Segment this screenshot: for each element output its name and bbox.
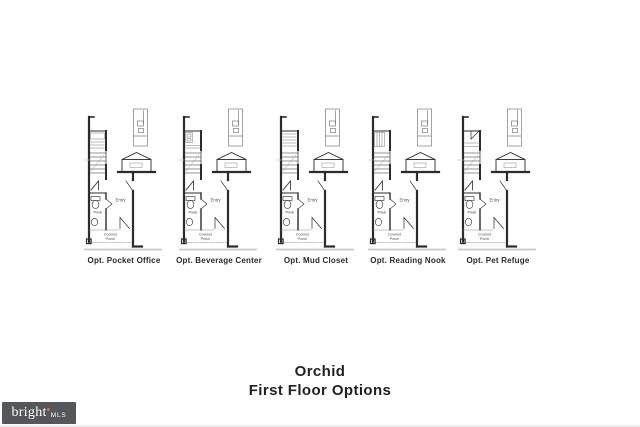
pocket-office-detail xyxy=(90,132,105,149)
porch-label-line1: Covered xyxy=(104,233,117,237)
room-label-entry: Entry xyxy=(400,198,411,203)
room-label-powder: Pwdr xyxy=(93,210,103,215)
porch-label-line1: Covered xyxy=(199,233,212,237)
plan-option-label: Opt. Reading Nook xyxy=(370,256,446,265)
plan-option-label: Opt. Pocket Office xyxy=(87,256,161,265)
porch-label-line2: Porch xyxy=(480,237,489,241)
porch-label-line2: Porch xyxy=(106,237,115,241)
beverage-center-detail xyxy=(185,132,200,149)
plan-option-label: Opt. Beverage Center xyxy=(176,256,262,265)
plan-option-label: Opt. Mud Closet xyxy=(283,256,349,265)
mud-closet-detail xyxy=(282,133,297,147)
floorplan-pet-refuge: Entry Pwdr Covered Porch Opt. Pet Refuge xyxy=(450,105,546,265)
porch-label-line2: Porch xyxy=(201,237,210,241)
floorplan-mud-closet: Entry Pwdr Covered Porch Opt. Mud Closet xyxy=(268,105,364,265)
room-label-powder: Pwdr xyxy=(467,210,477,215)
plan-option-label: Opt. Pet Refuge xyxy=(466,256,530,265)
room-label-powder: Pwdr xyxy=(377,210,387,215)
porch-label-line1: Covered xyxy=(478,233,491,237)
brightmls-logo-suffix: MLS xyxy=(50,411,67,419)
room-label-entry: Entry xyxy=(490,198,501,203)
room-label-powder: Pwdr xyxy=(188,210,198,215)
sheet-title: Orchid First Floor Options xyxy=(0,362,640,400)
floorplan-drawing: Entry Pwdr Covered Porch xyxy=(367,107,447,251)
floorplan-pocket-office: Entry Pwdr Covered Porch Opt. Pocket Off… xyxy=(76,105,172,265)
plan-name-title: Orchid xyxy=(294,363,346,380)
reading-nook-detail xyxy=(374,132,385,147)
porch-label-line1: Covered xyxy=(388,233,401,237)
room-label-entry: Entry xyxy=(211,198,222,203)
floorplan-reading-nook: Entry Pwdr Covered Porch Opt. Reading No… xyxy=(360,105,456,265)
pet-refuge-detail xyxy=(464,130,480,147)
floorplan-drawing: Entry Pwdr Covered Porch xyxy=(275,107,355,251)
room-label-entry: Entry xyxy=(116,198,127,203)
sheet-subtitle: First Floor Options xyxy=(248,382,392,399)
brightmls-logo-dot-icon xyxy=(46,407,50,411)
room-label-powder: Pwdr xyxy=(285,210,295,215)
porch-label-line2: Porch xyxy=(298,237,307,241)
porch-label-line2: Porch xyxy=(390,237,399,241)
brightmls-watermark: bright MLS xyxy=(2,402,76,424)
floorplan-drawing: Entry Pwdr Covered Porch xyxy=(83,107,163,251)
floorplan-drawing: Entry Pwdr Covered Porch xyxy=(457,107,537,251)
porch-label-line1: Covered xyxy=(296,233,309,237)
floorplan-beverage-center: Entry Pwdr Covered Porch Opt. Beverage C… xyxy=(171,105,267,265)
floorplan-drawing: Entry Pwdr Covered Porch xyxy=(178,107,258,251)
room-label-entry: Entry xyxy=(308,198,319,203)
brightmls-logo-text: bright xyxy=(11,405,47,420)
